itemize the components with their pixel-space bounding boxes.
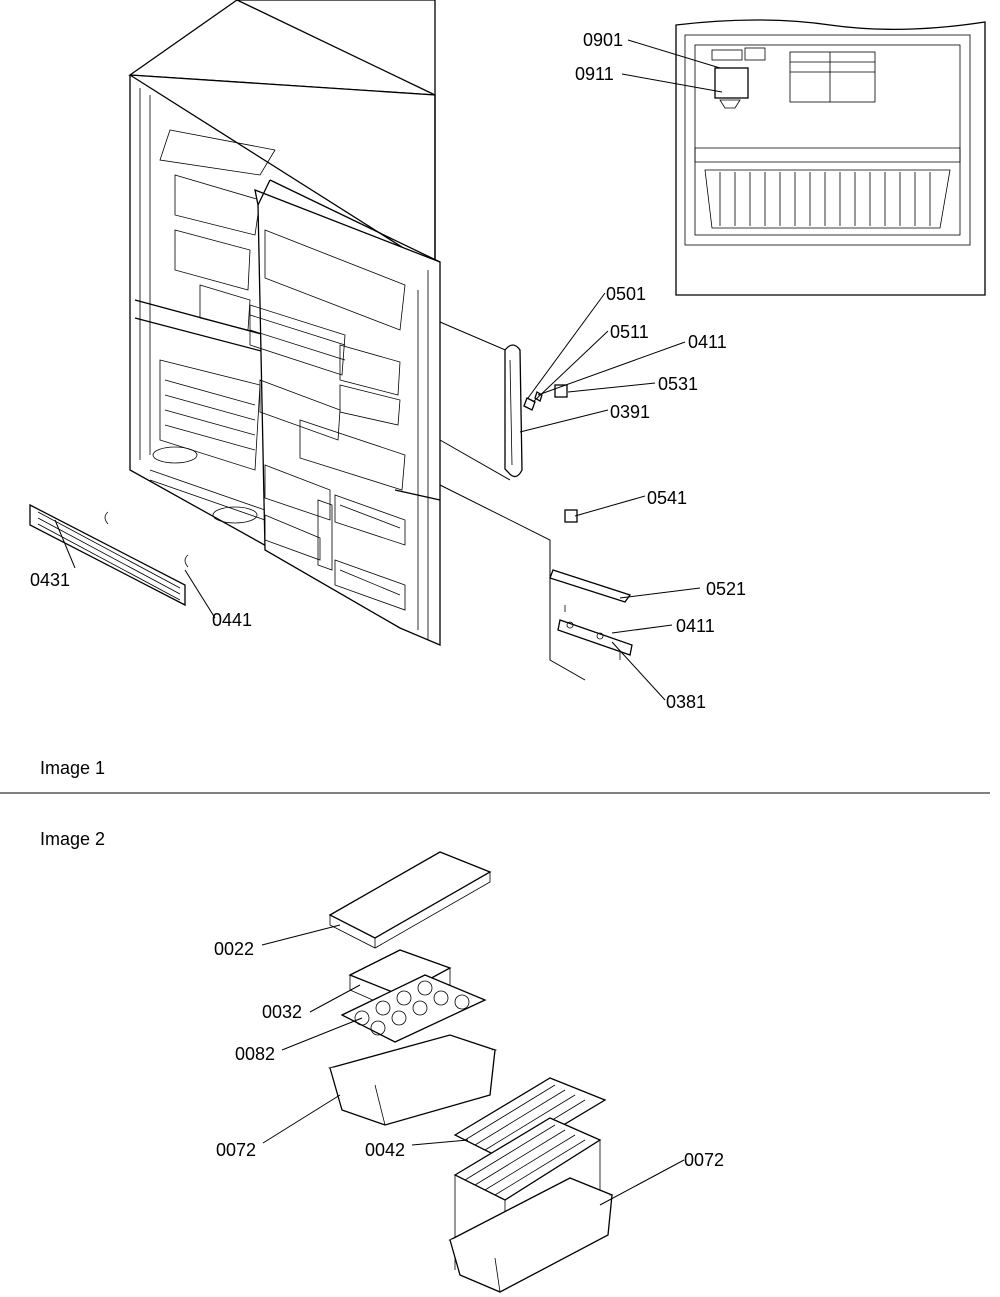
label-0521: 0521 [706,579,746,599]
label-0391: 0391 [610,402,650,422]
image1-leader-lines [54,39,723,701]
refrigerator-cabinet-drawing [128,0,586,681]
image2-leader-lines [261,924,685,1206]
accessory-parts-drawing [327,851,614,1293]
freezer-compartment-drawing [675,19,986,296]
label-0541: 0541 [647,488,687,508]
label-0042: 0042 [365,1140,405,1160]
label-0082: 0082 [235,1044,275,1064]
label-0022: 0022 [214,939,254,959]
label-0501: 0501 [606,284,646,304]
label-0072-left: 0072 [216,1140,256,1160]
label-0911: 0911 [575,64,614,84]
kick-plate-grille [29,503,189,607]
label-0431: 0431 [30,570,70,590]
label-0072-right: 0072 [684,1150,724,1170]
caption-image-2: Image 2 [40,829,105,849]
label-0531: 0531 [658,374,698,394]
label-0411-lower: 0411 [676,616,715,636]
image1-part-labels: 0901 0911 0501 0511 0411 0531 0391 0541 … [30,30,746,712]
label-0032: 0032 [262,1002,302,1022]
label-0901: 0901 [583,30,623,50]
label-0411-upper: 0411 [688,332,727,352]
caption-image-1: Image 1 [40,758,105,778]
label-0441: 0441 [212,610,252,630]
label-0511: 0511 [610,322,649,342]
label-0381: 0381 [666,692,706,712]
image2-part-labels: 0022 0032 0082 0072 0042 0072 [214,939,724,1170]
